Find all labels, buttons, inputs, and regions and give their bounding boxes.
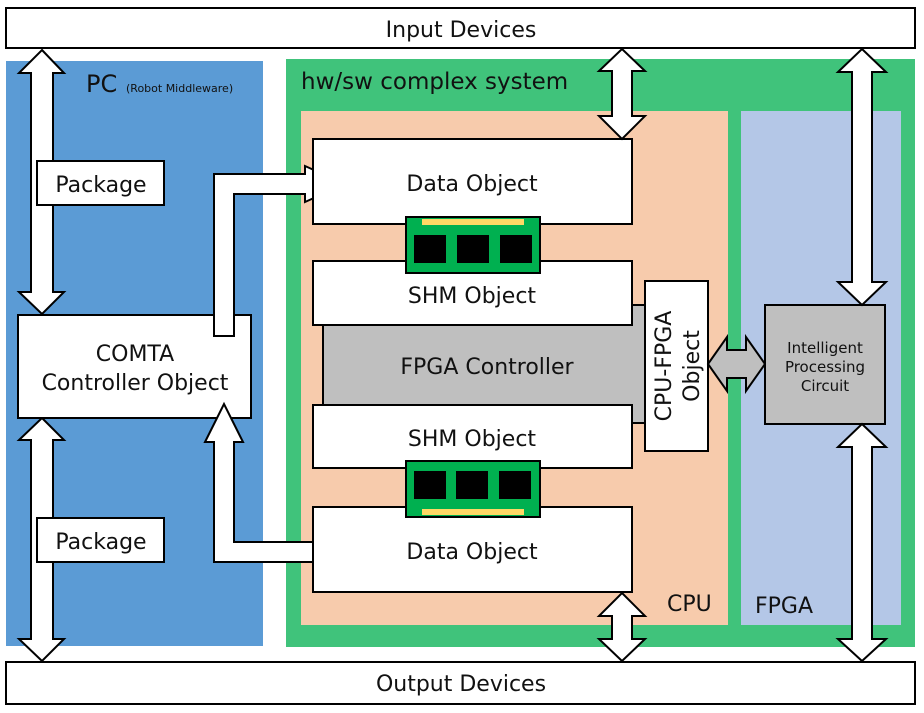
package-bottom-label: Package [55,530,146,555]
data-object-bottom-label: Data Object [406,540,538,565]
intelligent-circuit-line3: Circuit [801,377,849,395]
comta-line2: Controller Object [42,371,229,396]
data-object-top-label: Data Object [406,172,538,197]
fpga-controller-label: FPGA Controller [400,355,574,380]
output-devices-label: Output Devices [376,672,546,697]
package-bottom-box [36,517,165,563]
shm-object-bottom-box [312,404,633,469]
input-devices-box [5,7,916,49]
data-object-bottom-box [312,506,633,593]
pc-title: PC [86,70,117,98]
package-top-box [36,160,165,206]
cpu-fpga-object-box [644,280,709,452]
intelligent-circuit-line1: Intelligent [787,339,863,357]
data-object-top-box [312,138,633,225]
cpu-fpga-object-line1: CPU-FPGA [652,311,677,422]
fpga-label: FPGA [755,594,813,619]
memory-module-bottom-icon [405,460,541,518]
pc-subtitle: (Robot Middleware) [126,82,233,95]
fpga-output-arrow [835,422,889,663]
cpu-fpga-object-line2: Object [680,330,705,402]
package-top-label: Package [55,173,146,198]
cpu-input-arrow [596,47,648,141]
memory-module-top-icon [405,216,541,274]
cpu-output-arrow [596,591,648,663]
intelligent-circuit-box [764,304,886,425]
output-devices-box [5,661,916,705]
complex-system-title: hw/sw complex system [301,69,568,95]
shm-object-top-label: SHM Object [408,284,537,309]
comta-line1: COMTA [96,342,174,367]
shm-object-bottom-label: SHM Object [408,427,537,452]
fpga-input-arrow [835,47,889,307]
intelligent-circuit-line2: Processing [785,358,865,376]
comta-controller-box [17,314,252,419]
input-devices-label: Input Devices [386,18,537,43]
cpu-label: CPU [667,592,712,617]
pc-title-main: PC [86,70,117,98]
